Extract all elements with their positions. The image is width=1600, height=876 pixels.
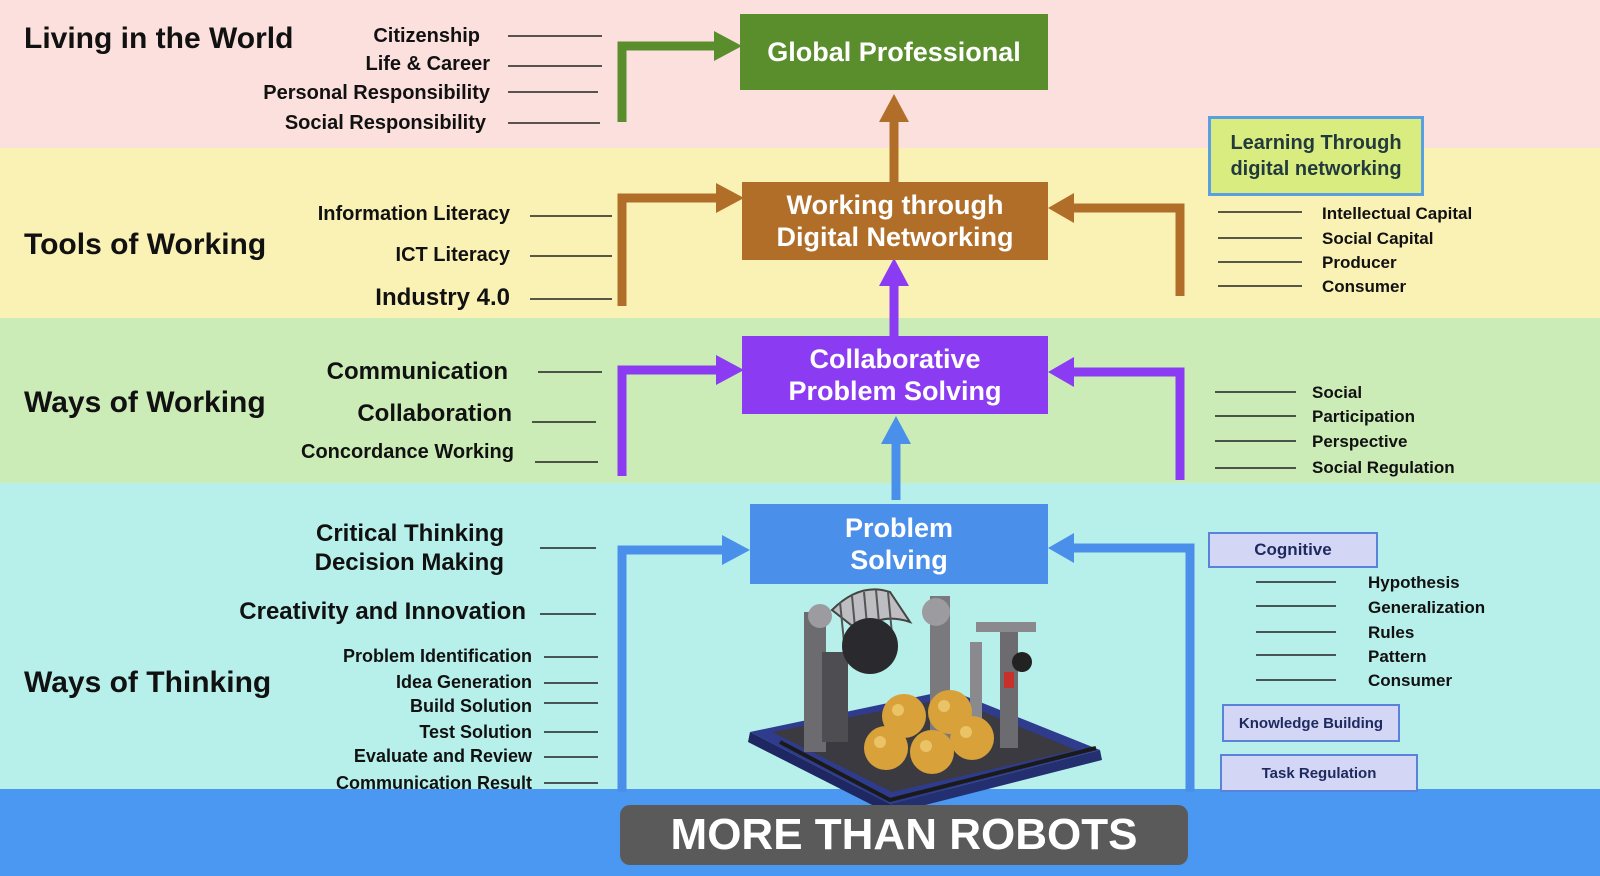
orange-right-connector [1066,203,1185,296]
thinking-process-evaluate-review: Evaluate and Review [353,746,532,766]
digital-networking-box: Working through Digital Networking [742,182,1048,260]
global-professional-box: Global Professional [740,14,1048,90]
thinking-item-creativity-innovation: Creativity and Innovation [239,598,526,625]
purple-right-connector [1066,367,1185,480]
cognitive-item-pattern: Pattern [1368,647,1427,666]
problem-solving-line-1: Problem [844,513,954,543]
cognitive-item-consumer: Consumer [1368,671,1453,690]
blue-left-connector [617,545,722,792]
collaborative-problem-solving-box: Collaborative Problem Solving [742,336,1048,414]
green-left-connector [617,41,720,122]
arrowheads [714,31,1074,565]
global-professional-label: Global Professional [767,37,1021,67]
learning-tag-line-1: Learning Through [1230,132,1402,154]
cognitive-item-rules: Rules [1368,623,1415,642]
world-item-citizenship: Citizenship [373,25,480,47]
digital-networking-line-1: Working through [786,190,1004,220]
tools-item-information-literacy: Information Literacy [317,203,510,225]
learning-tag-line-2: digital networking [1230,158,1402,180]
purple-left-connector [617,365,718,476]
world-item-social-responsibility: Social Responsibility [284,112,486,134]
cognitive-item-hypothesis: Hypothesis [1368,573,1460,592]
thinking-process-idea-generation: Idea Generation [395,672,532,692]
digital-item-social-capital: Social Capital [1322,229,1434,248]
cognitive-tag: Cognitive [1208,532,1378,568]
working-item-concordance-working: Concordance Working [301,441,514,463]
thinking-process-test-solution: Test Solution [419,722,532,742]
collab-item-social: Social [1312,383,1363,402]
digital-item-consumer: Consumer [1322,277,1407,296]
digital-networking-line-2: Digital Networking [776,222,1014,252]
working-item-collaboration: Collaboration [357,400,512,427]
tools-item-ict-literacy: ICT Literacy [395,244,510,266]
thinking-process-problem-identification: Problem Identification [342,646,532,666]
task-regulation-tag: Task Regulation [1220,754,1418,792]
collab-item-participation: Participation [1312,407,1415,426]
level-title-tools-of-working: Tools of Working [24,228,267,261]
orange-left-connector [617,193,718,306]
thinking-process-build-solution: Build Solution [410,696,532,716]
thinking-item-decision-making: Decision Making [314,549,504,576]
working-item-communication: Communication [326,358,508,385]
tools-item-industry-4: Industry 4.0 [375,284,510,311]
collab-item-perspective: Perspective [1312,432,1408,451]
level-title-ways-of-working: Ways of Working [24,386,266,419]
more-than-robots-banner: MORE THAN ROBOTS [620,805,1188,865]
learning-through-digital-networking-tag: Learning Through digital networking [1208,116,1424,196]
knowledge-building-tag: Knowledge Building [1222,704,1400,742]
world-item-life-career: Life & Career [365,53,491,75]
robot-image [748,588,1102,808]
cognitive-item-generalization: Generalization [1368,598,1486,617]
collab-line-1: Collaborative [809,344,981,374]
digital-item-intellectual-capital: Intellectual Capital [1322,204,1473,223]
world-item-personal-responsibility: Personal Responsibility [263,82,490,104]
collab-line-2: Problem Solving [788,376,1002,406]
level-title-living-in-the-world: Living in the World [24,22,294,55]
leader-lines [508,35,1336,784]
thinking-item-critical-thinking: Critical Thinking [315,520,504,547]
problem-solving-box: Problem Solving [750,504,1048,584]
thinking-process-communication-result: Communication Result [335,773,532,793]
collab-item-social-regulation: Social Regulation [1312,458,1455,477]
blue-right-connector [1066,543,1195,792]
level-title-ways-of-thinking: Ways of Thinking [24,666,272,699]
digital-item-producer: Producer [1322,253,1397,272]
problem-solving-line-2: Solving [850,545,948,575]
